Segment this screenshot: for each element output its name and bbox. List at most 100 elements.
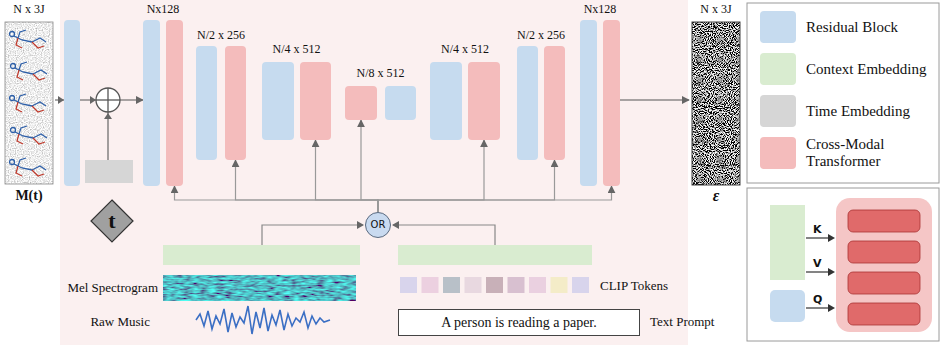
transformer-container xyxy=(836,198,932,332)
noisy-motion-image xyxy=(5,22,53,184)
clip-token xyxy=(486,277,503,293)
dimension-label: N x 3J xyxy=(3,2,55,16)
arrow-head xyxy=(357,221,364,229)
image-node: N x 3J ε xyxy=(689,2,743,210)
arrow-head xyxy=(104,113,112,119)
input-label: Raw Music xyxy=(90,314,150,329)
legend-swatch xyxy=(760,11,796,43)
arrow-head xyxy=(828,268,835,276)
mel-spectrogram xyxy=(163,275,356,301)
residual-block xyxy=(580,20,597,186)
time-line xyxy=(107,112,108,160)
image-node: N x 3J M(t) xyxy=(3,2,55,210)
or-circle: OR xyxy=(365,212,391,238)
noise-image xyxy=(692,22,740,185)
legend-swatch xyxy=(760,95,796,127)
cross-modal-transformer xyxy=(603,20,620,186)
image-border xyxy=(5,22,53,184)
dimension-label: N/2 x 256 xyxy=(197,28,245,42)
unet-stage: N/2 x 256 xyxy=(196,28,246,160)
legend-frame xyxy=(747,3,939,183)
skeleton-figure xyxy=(10,30,47,48)
clip-token xyxy=(572,277,589,293)
unet-stage: N/4 x 512 xyxy=(430,42,500,140)
dimension-label: N/2 x 256 xyxy=(517,28,565,42)
transformer-layer xyxy=(848,272,920,294)
arrow-head xyxy=(90,96,96,104)
input-label: Text Prompt xyxy=(650,314,714,329)
cross-modal-transformer xyxy=(345,86,377,120)
connector-arrow xyxy=(361,120,378,212)
legend-text: Residual Block xyxy=(806,19,934,36)
clip-token xyxy=(443,277,460,293)
clip-token xyxy=(508,277,525,293)
legend-text: Time Embedding xyxy=(806,103,934,120)
connector-arrow xyxy=(316,140,379,212)
attention-input-label: V xyxy=(813,256,822,271)
connector-arrow xyxy=(620,99,689,100)
skeleton-figure xyxy=(10,94,47,112)
dimension-label: N/4 x 512 xyxy=(273,42,321,56)
cross-modal-transformer xyxy=(300,62,331,140)
unet-stage: N/4 x 512 xyxy=(262,42,331,140)
residual-block xyxy=(770,290,805,322)
text-prompt-box: A person is reading a paper. xyxy=(398,309,640,336)
attention-input-label: Q xyxy=(813,292,822,307)
dimension-label: Nx128 xyxy=(584,2,617,16)
residual-block xyxy=(262,62,294,140)
connector-arrow xyxy=(175,186,379,212)
dimension-label: Nx128 xyxy=(147,2,180,16)
unet-stage: Nx128 xyxy=(580,2,620,186)
input-label: Mel Spectrogram xyxy=(67,280,158,295)
cross-modal-transformer xyxy=(166,20,183,186)
clip-token xyxy=(422,277,439,293)
cross-modal-transformer xyxy=(544,46,565,160)
residual-block xyxy=(64,20,80,186)
cross-modal-transformer xyxy=(468,62,500,140)
legend-swatch xyxy=(760,137,796,169)
connector-arrow xyxy=(378,140,484,212)
unet-stage: N/2 x 256 xyxy=(517,28,565,160)
waveform xyxy=(196,306,330,334)
connector-arrow xyxy=(378,186,612,212)
dimension-label: N/8 x 512 xyxy=(357,66,405,80)
prompt-text: A person is reading a paper. xyxy=(441,315,597,331)
residual-block xyxy=(143,20,160,186)
time-step-diamond: t xyxy=(90,199,134,243)
clip-token xyxy=(465,277,482,293)
symbol-label: ε xyxy=(689,187,743,205)
clip-token xyxy=(529,277,546,293)
skeleton-figure xyxy=(11,126,48,144)
adder-cross xyxy=(107,88,108,112)
unet-stage: Nx128 xyxy=(143,2,183,186)
connector-arrow xyxy=(236,160,379,212)
or-label: OR xyxy=(371,219,386,231)
transformer-layer xyxy=(848,210,920,232)
legend-swatch xyxy=(760,53,796,85)
residual-block xyxy=(430,62,462,140)
time-symbol: t xyxy=(108,209,115,233)
clip-token xyxy=(400,277,417,293)
unet-stage: N/8 x 512 xyxy=(345,66,416,120)
diamond-shape xyxy=(91,200,133,242)
legend-text: Cross-Modal Transformer xyxy=(806,136,934,170)
residual-block xyxy=(385,86,416,120)
arrow-head xyxy=(828,304,835,312)
symbol-label: M(t) xyxy=(3,187,55,205)
residual-block xyxy=(517,46,538,160)
context-embedding xyxy=(398,245,592,265)
feeder-line xyxy=(262,225,363,245)
skeleton-figure xyxy=(11,62,48,80)
dimension-label: N x 3J xyxy=(689,2,743,16)
connector-arrow xyxy=(378,160,555,212)
transformer-layer xyxy=(848,303,920,325)
image-border xyxy=(692,22,740,185)
cross-modal-transformer xyxy=(225,46,246,160)
feeder-line xyxy=(393,225,495,245)
adder-symbol xyxy=(96,88,120,112)
dimension-label: N/4 x 512 xyxy=(441,42,489,56)
arrow-head xyxy=(828,234,835,242)
skeleton-figure xyxy=(10,158,47,176)
inset-frame xyxy=(747,188,939,341)
